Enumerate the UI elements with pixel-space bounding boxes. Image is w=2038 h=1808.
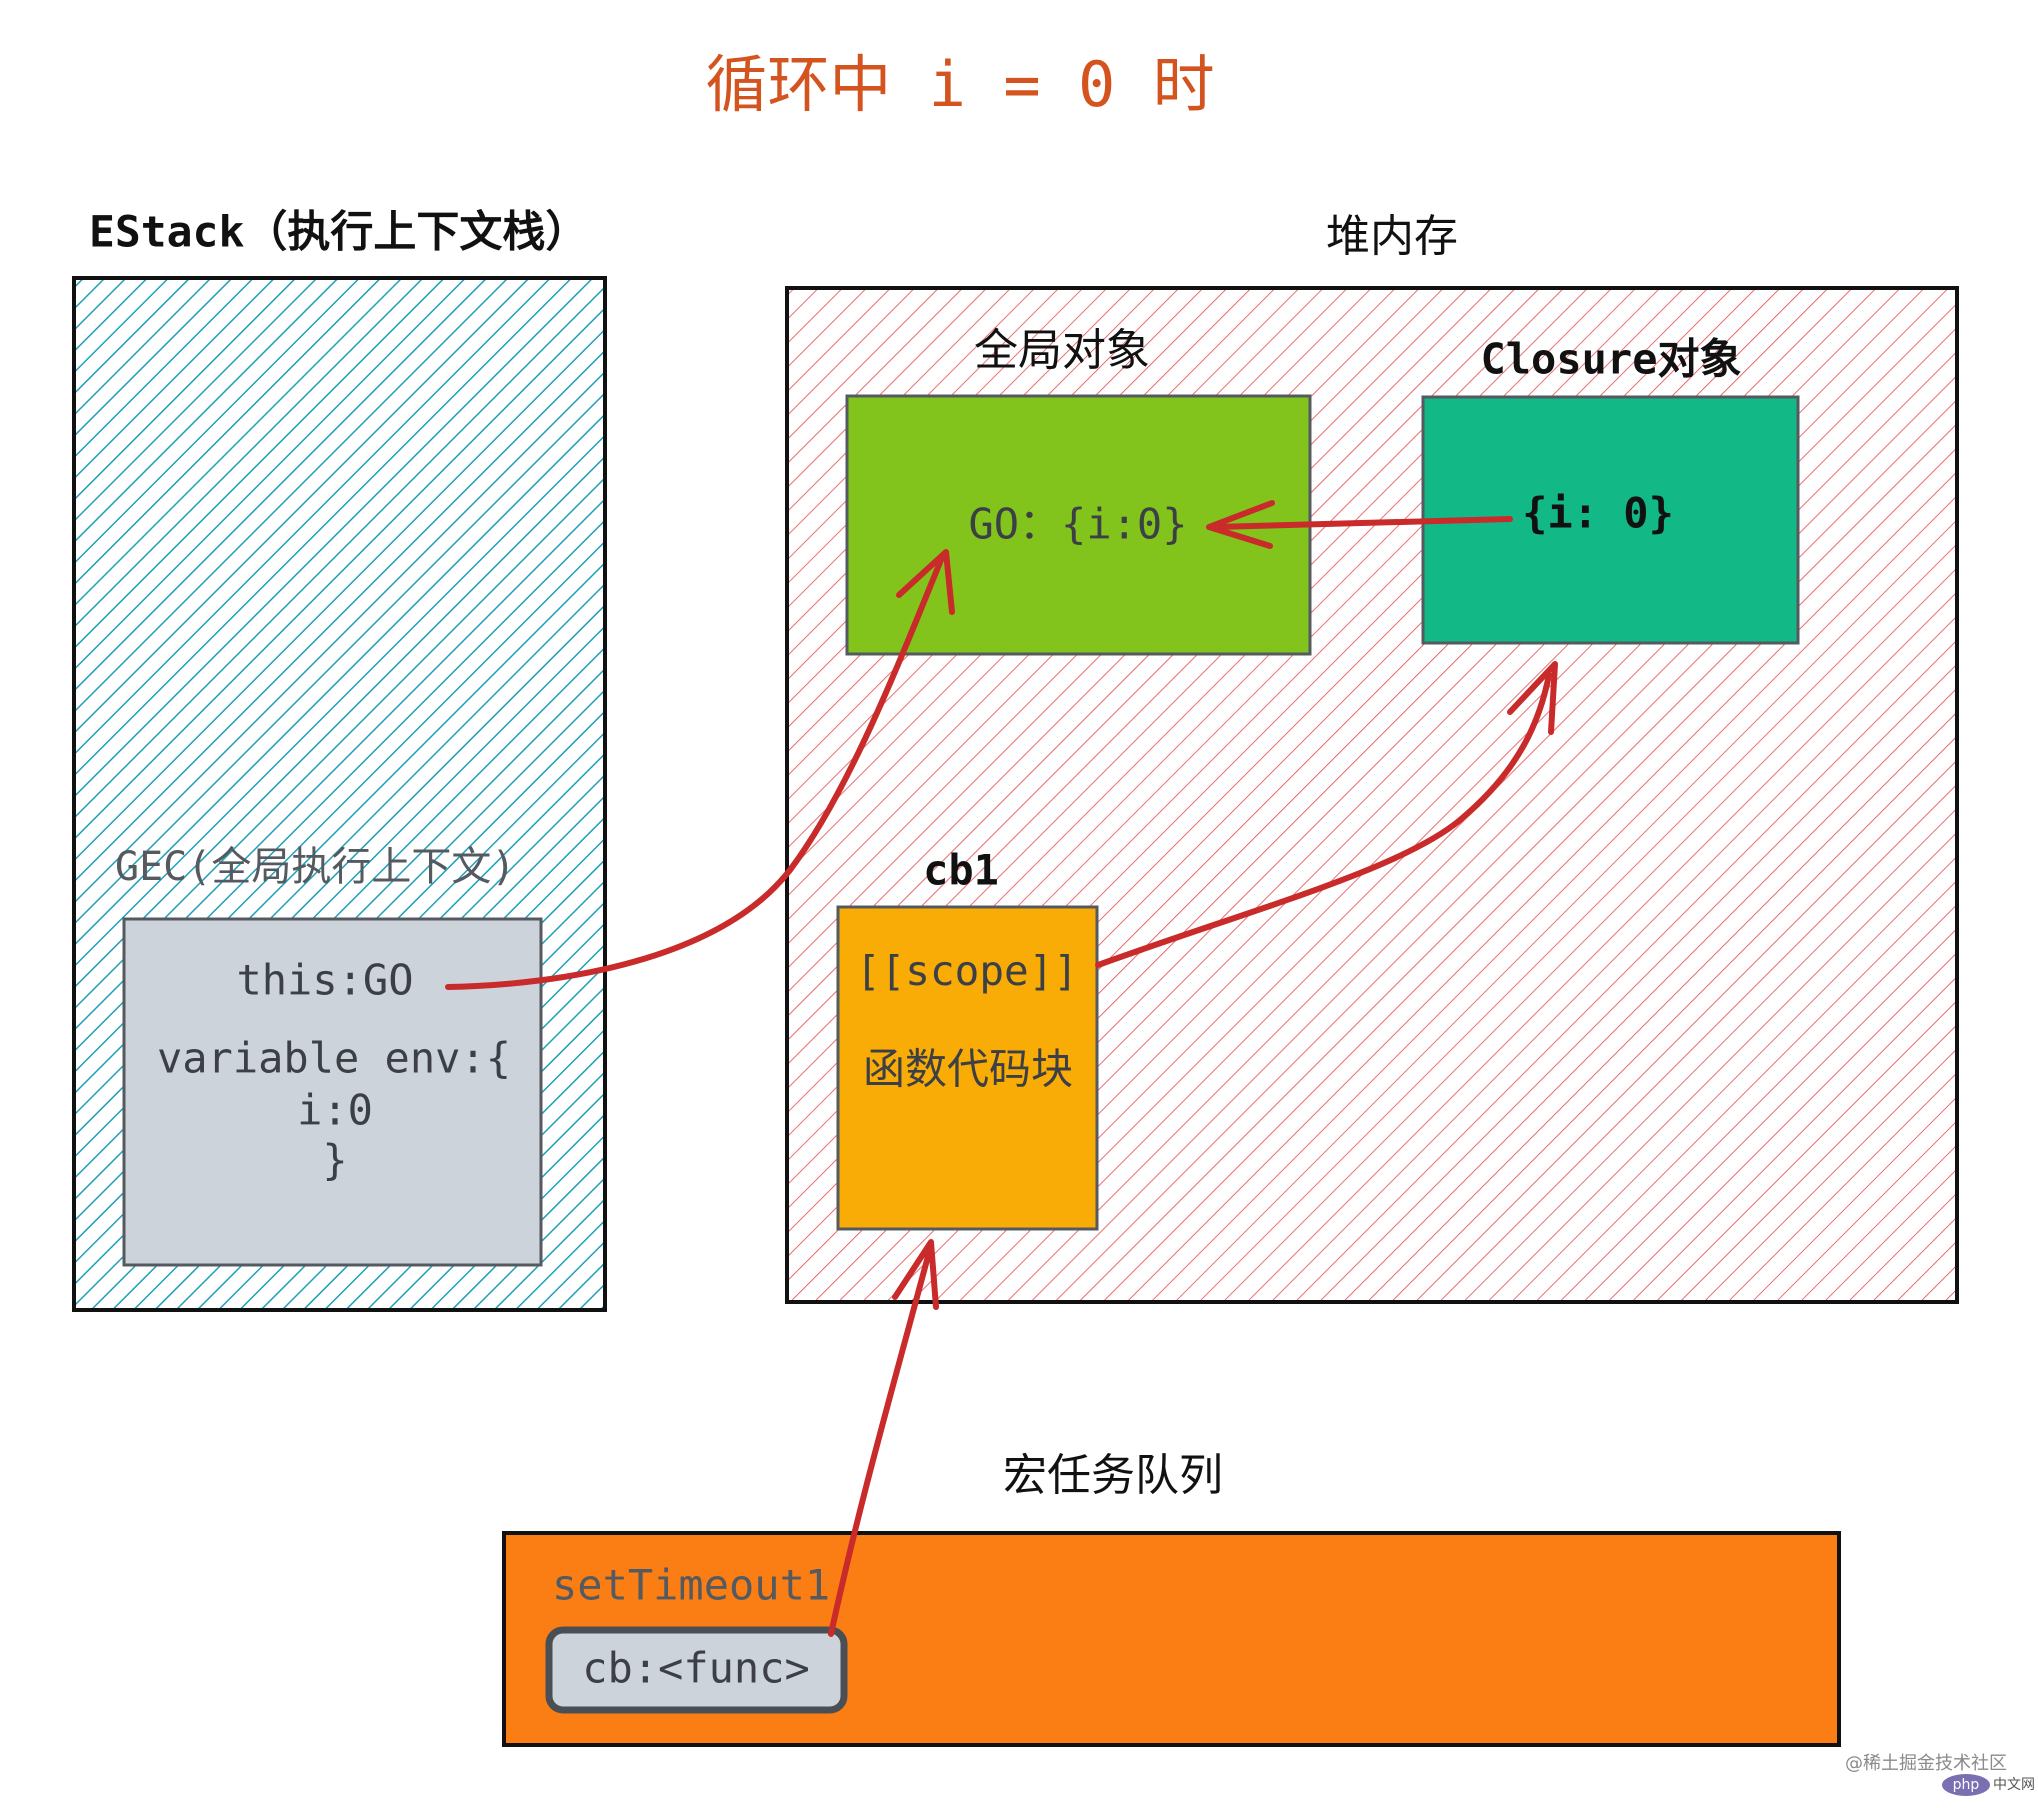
- gec-this-binding: this:GO: [236, 956, 413, 1005]
- gec-variable-env-value: i:0: [297, 1086, 373, 1135]
- arrow-scope-to-closure: [1095, 672, 1552, 968]
- cb1-label: cb1: [923, 846, 999, 895]
- callback-value: cb:<func>: [582, 1644, 810, 1693]
- cb1-code-block: 函数代码块: [863, 1045, 1073, 1094]
- macrotask-queue-box: setTimeout1 cb:<func>: [502, 1531, 1841, 1747]
- php-logo: php 中文网: [1942, 1774, 2035, 1796]
- heap-border: [785, 286, 1959, 1304]
- gec-variable-env-close: }: [322, 1136, 347, 1185]
- global-object-label: 全局对象: [974, 325, 1150, 376]
- closure-object-label: Closure对象: [1480, 335, 1741, 384]
- macrotask-queue-label: 宏任务队列: [1003, 1450, 1223, 1501]
- arrow-callback-to-cb1-head: [892, 1239, 939, 1310]
- php-logo-badge-text: php: [1953, 1777, 1980, 1793]
- macrotask-queue-border: [502, 1531, 1841, 1747]
- php-logo-badge: [1942, 1774, 1990, 1796]
- estack-border: [72, 276, 607, 1312]
- callback-box: [545, 1626, 848, 1714]
- arrow-this-to-global-object: [445, 557, 944, 990]
- cb1-fill: [836, 905, 1099, 1231]
- cb1-box: [[scope]] 函数代码块: [836, 905, 1099, 1231]
- arrow-this-to-global-object-head: [896, 549, 955, 615]
- arrows: [445, 500, 1558, 1637]
- global-object-value: GO：{i:0}: [968, 500, 1187, 549]
- gec-label: GEC(全局执行上下文): [115, 844, 515, 890]
- arrow-callback-to-cb1: [828, 1242, 934, 1637]
- diagram-title: 循环中 i = 0 时: [705, 48, 1214, 121]
- heap-label: 堆内存: [1326, 211, 1458, 262]
- cb1-scope: [[scope]]: [856, 947, 1078, 995]
- arrow-scope-to-closure-head: [1507, 661, 1558, 735]
- estack-label: EStack（执行上下文栈）: [89, 208, 588, 258]
- php-logo-text: 中文网: [1993, 1777, 2035, 1793]
- macrotask-settimeout-name: setTimeout1: [552, 1561, 830, 1610]
- gec-variable-env-open: variable env:{: [157, 1034, 511, 1083]
- arrow-closure-to-global-object: [1212, 516, 1513, 530]
- gec-box-fill: [122, 917, 543, 1267]
- watermark-text: @稀土掘金技术社区: [1845, 1753, 2007, 1774]
- closure-object-value: {i: 0}: [1522, 489, 1674, 538]
- gec-box: this:GO variable env:{ i:0 }: [122, 917, 543, 1267]
- arrow-closure-to-global-object-head: [1206, 500, 1275, 549]
